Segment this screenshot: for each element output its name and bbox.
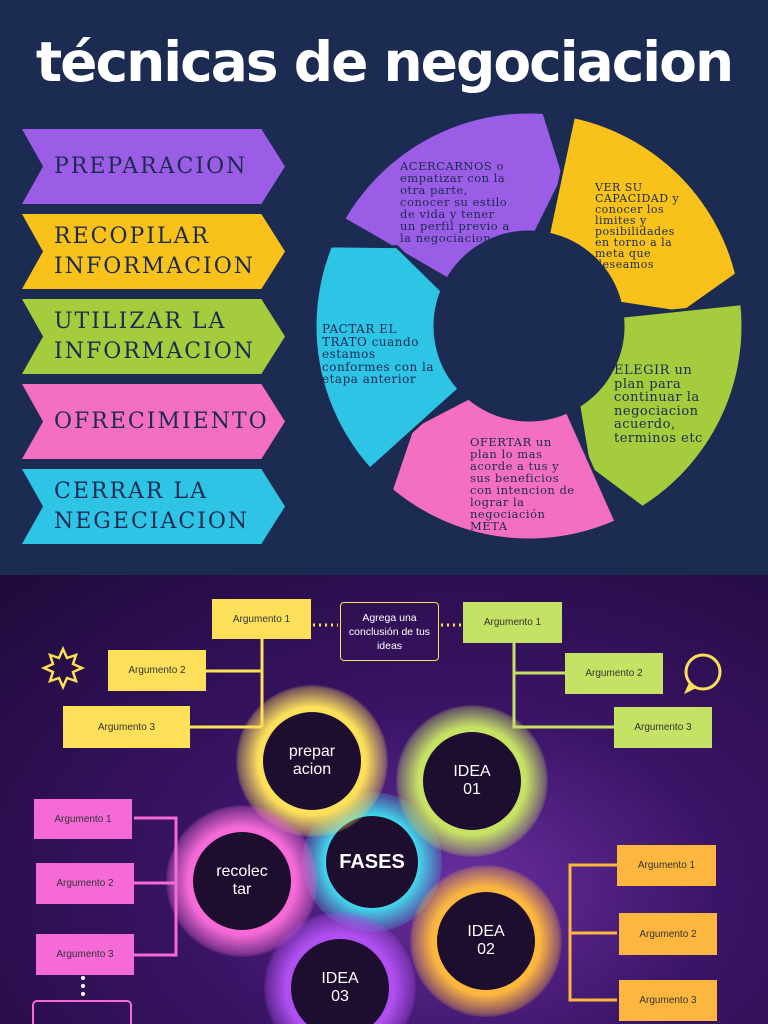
pink-placeholder-box: [32, 1000, 132, 1024]
cycle-text-ofertar: OFERTAR un plan lo mas acorde a tus y su…: [470, 435, 575, 533]
starburst-icon: [40, 645, 86, 691]
cycle-diagram: [313, 110, 745, 542]
step-label: CERRAR LA NEGECIACION: [54, 478, 250, 534]
cycle-text-capacidad: VER SU CAPACIDAD y conocer los limites y…: [595, 181, 680, 271]
green-argument-1: Argumento 1: [463, 602, 562, 643]
step-label: RECOPILAR INFORMACION: [54, 223, 256, 279]
page-title: técnicas de negociacion: [35, 30, 734, 94]
cycle-segment-elegir: [577, 301, 745, 510]
green-argument-3: Argumento 3: [614, 707, 712, 748]
node-idea-03-label: IDEA 03: [291, 939, 389, 1024]
yellow-argument-1: Argumento 1: [212, 599, 311, 639]
step-preparacion: PREPARACION: [22, 129, 285, 204]
green-argument-2: Argumento 2: [565, 653, 663, 694]
cycle-segment-pactar: [313, 244, 462, 472]
fases-label: FASES: [326, 816, 418, 908]
cycle-text-acercarnos: ACERCARNOS o empatizar con la otra parte…: [400, 159, 510, 245]
mindmap-section: Agrega una conclusión de tus ideas Argum…: [0, 575, 768, 1024]
node-idea-02: IDEA 02: [410, 865, 562, 1017]
yellow-argument-3: Argumento 3: [63, 706, 190, 748]
orange-argument-1: Argumento 1: [617, 845, 716, 886]
node-idea-03: IDEA 03: [264, 912, 416, 1024]
pink-argument-3: Argumento 3: [36, 934, 134, 975]
node-idea-01: IDEA 01: [396, 705, 548, 857]
step-recopilar: RECOPILAR INFORMACION: [22, 214, 285, 289]
node-recolectar-label: recolec tar: [193, 832, 291, 930]
cycle-text-elegir: ELEGIR un plan para continuar la negocia…: [614, 363, 703, 446]
cycle-text-pactar: PACTAR EL TRATO cuando estamos conformes…: [322, 322, 435, 386]
pink-argument-1: Argumento 1: [34, 799, 132, 839]
node-idea-01-label: IDEA 01: [423, 732, 521, 830]
node-preparacion-label: prepar acion: [263, 712, 361, 810]
cycle-segment-ofertar: [389, 396, 619, 542]
step-label: UTILIZAR LA INFORMACION: [54, 308, 256, 364]
node-idea-02-label: IDEA 02: [437, 892, 535, 990]
cycle-segment-acercarnos: [341, 110, 566, 282]
orange-argument-2: Argumento 2: [619, 913, 717, 955]
step-utilizar: UTILIZAR LA INFORMACION: [22, 299, 285, 374]
yellow-argument-2: Argumento 2: [108, 650, 206, 691]
step-cerrar: CERRAR LA NEGECIACION: [22, 469, 285, 544]
negotiation-infographic: técnicas de negociacion PREPARACION RECO…: [22, 30, 745, 544]
step-label: OFRECIMIENTO: [54, 408, 269, 434]
pink-argument-2: Argumento 2: [36, 863, 134, 904]
conclusion-box: Agrega una conclusión de tus ideas: [340, 602, 439, 661]
step-label: PREPARACION: [54, 153, 248, 179]
cycle-segment-ver-su-capacidad: [546, 114, 739, 315]
step-ofrecimiento: OFRECIMIENTO: [22, 384, 285, 459]
orange-argument-3: Argumento 3: [619, 980, 717, 1021]
speech-bubble-icon: [683, 653, 722, 695]
